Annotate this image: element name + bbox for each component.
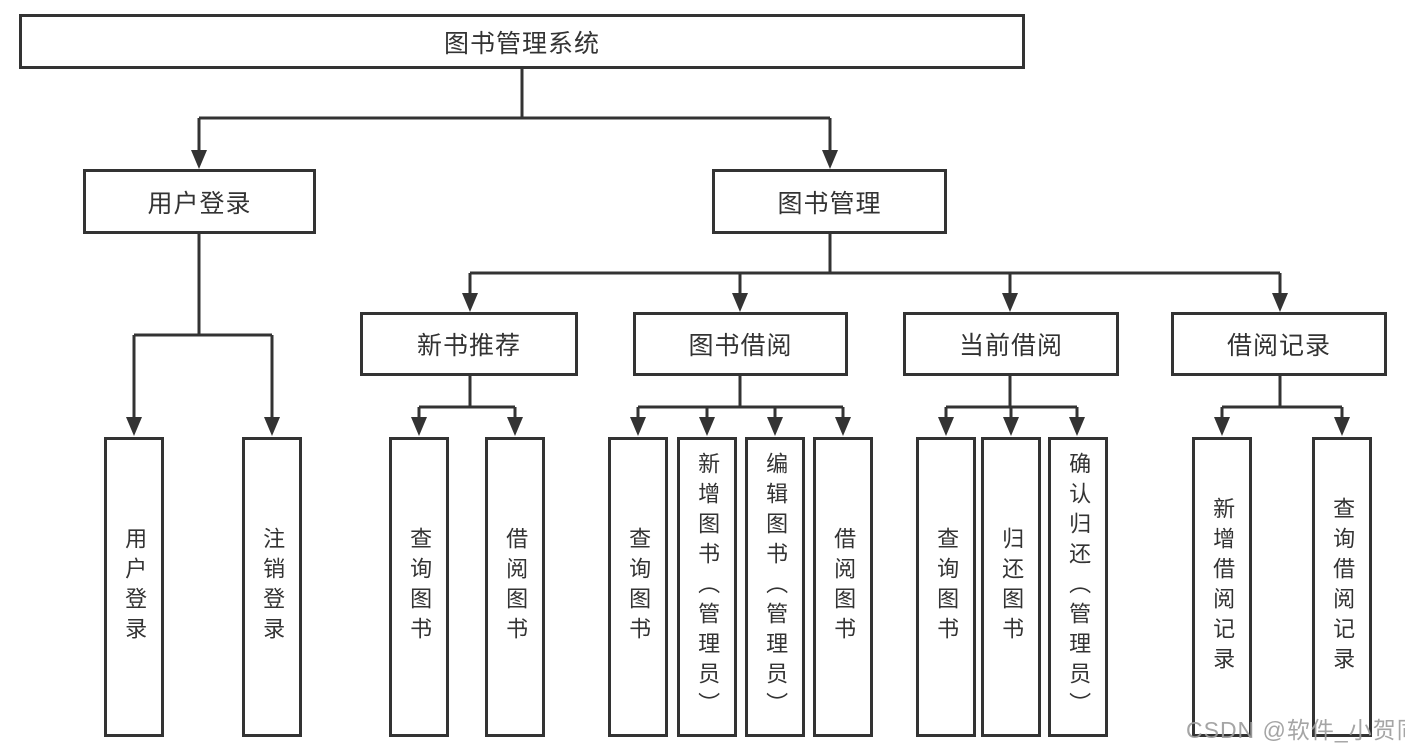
node-label: 归还图书 [999, 527, 1025, 647]
arrow-down-icon [507, 417, 523, 436]
arrow-down-icon [699, 417, 715, 436]
edge-user-split [132, 234, 274, 420]
leaf-logout: 注销登录 [242, 437, 302, 737]
node-label: 确认归还（管理员） [1066, 452, 1092, 722]
node-label: 用户登录 [122, 527, 148, 647]
csdn-watermark: CSDN @软件_小贺同学 [1186, 717, 1405, 743]
node-label: 借阅图书 [503, 527, 529, 647]
arrow-down-icon [126, 417, 142, 436]
node-label: 查询图书 [626, 527, 652, 647]
leaf-edit-book-admin: 编辑图书（管理员） [745, 437, 805, 737]
node-label: 借阅记录 [1226, 332, 1331, 360]
edge-mgmt-split [468, 234, 1282, 296]
arrow-down-icon [732, 293, 748, 312]
leaf-query-book-current: 查询图书 [916, 437, 976, 737]
node-label: 新书推荐 [416, 332, 521, 360]
edge-root-split [197, 69, 832, 153]
node-label: 查询图书 [407, 527, 433, 647]
node-label: 图书管理系统 [443, 29, 600, 58]
node-label: 新增借阅记录 [1210, 497, 1236, 677]
leaf-query-book-recommend: 查询图书 [389, 437, 449, 737]
node-book-management: 图书管理 [712, 169, 947, 234]
node-library-management-system: 图书管理系统 [19, 14, 1025, 69]
leaf-query-borrow-record: 查询借阅记录 [1312, 437, 1372, 737]
node-new-book-recommend: 新书推荐 [360, 312, 578, 376]
edge-recommend-split [417, 376, 517, 420]
node-current-borrowing: 当前借阅 [903, 312, 1119, 376]
node-label: 查询图书 [934, 527, 960, 647]
arrow-down-icon [411, 417, 427, 436]
arrowheads [126, 150, 1350, 436]
leaf-borrow-book: 借阅图书 [813, 437, 873, 737]
node-label: 图书管理 [777, 189, 882, 218]
node-label: 查询借阅记录 [1330, 497, 1356, 677]
leaf-borrow-book-recommend: 借阅图书 [485, 437, 545, 737]
node-label: 当前借阅 [958, 332, 1063, 360]
node-label: 注销登录 [260, 527, 286, 647]
leaf-add-book-admin: 新增图书（管理员） [677, 437, 737, 737]
edge-record-split [1220, 376, 1344, 420]
leaf-add-borrow-record: 新增借阅记录 [1192, 437, 1252, 737]
leaf-confirm-return-admin: 确认归还（管理员） [1048, 437, 1108, 737]
arrow-down-icon [835, 417, 851, 436]
arrow-down-icon [1003, 417, 1019, 436]
node-label: 借阅图书 [831, 527, 857, 647]
arrow-down-icon [630, 417, 646, 436]
node-user-login: 用户登录 [83, 169, 316, 234]
edge-current-split [944, 376, 1079, 420]
node-book-borrowing: 图书借阅 [633, 312, 848, 376]
edge-borrow-split [636, 376, 845, 420]
arrow-down-icon [1272, 293, 1288, 312]
leaf-user-login: 用户登录 [104, 437, 164, 737]
node-borrowing-records: 借阅记录 [1171, 312, 1387, 376]
arrow-down-icon [1334, 417, 1350, 436]
arrow-down-icon [1002, 293, 1018, 312]
arrow-down-icon [264, 417, 280, 436]
arrow-down-icon [822, 150, 838, 169]
node-label: 编辑图书（管理员） [763, 452, 789, 722]
arrow-down-icon [767, 417, 783, 436]
arrow-down-icon [1214, 417, 1230, 436]
leaf-return-book: 归还图书 [981, 437, 1041, 737]
node-label: 新增图书（管理员） [695, 452, 721, 722]
arrow-down-icon [1069, 417, 1085, 436]
arrow-down-icon [938, 417, 954, 436]
arrow-down-icon [191, 150, 207, 169]
node-label: 图书借阅 [688, 332, 793, 360]
leaf-query-book-borrowing: 查询图书 [608, 437, 668, 737]
arrow-down-icon [462, 293, 478, 312]
node-label: 用户登录 [147, 189, 252, 218]
